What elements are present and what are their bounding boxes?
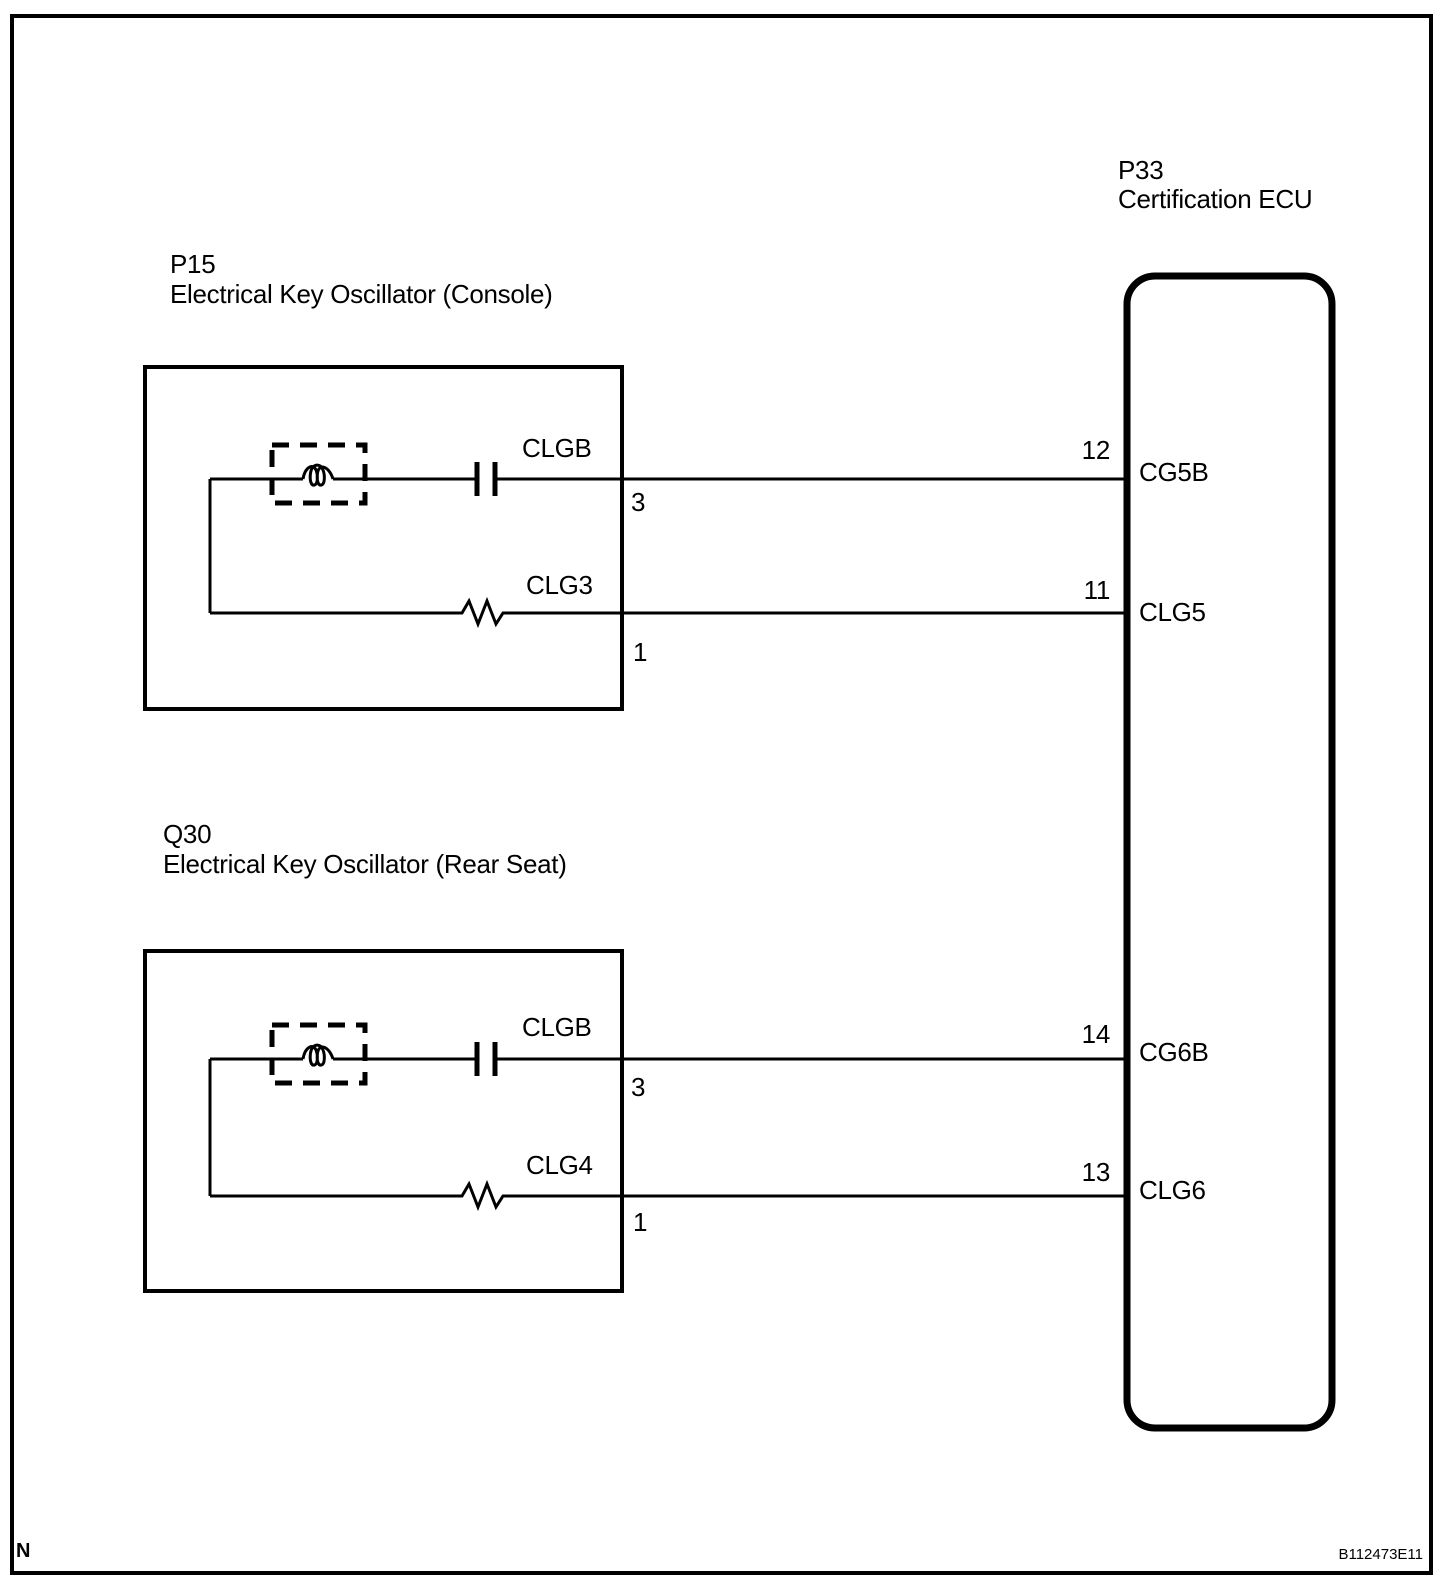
oscillator-2-name: Electrical Key Oscillator (Rear Seat) [163,849,567,879]
circuit-p15 [208,442,1127,629]
ecu-name: Certification ECU [1118,184,1313,214]
circuit-q30 [208,1022,1127,1212]
ecu-pin-label-cg5b: CG5B [1139,457,1209,487]
resistor-icon [210,1179,1127,1212]
page-border [10,14,1433,1575]
osc-terminal-1-1: 1 [633,637,648,667]
figure-code: B112473E11 [1338,1546,1423,1563]
ecu-terminal-12: 12 [1081,435,1111,465]
ecu-pin-label-clg6: CLG6 [1139,1175,1206,1205]
antenna-dashed-box [269,1022,368,1086]
antenna-dashed-box [269,442,368,506]
ecu-code: P33 [1118,155,1164,185]
oscillator-1-box [143,365,624,711]
inductor-icon [301,463,335,487]
oscillator-1-name: Electrical Key Oscillator (Console) [170,279,553,309]
wire-label-clg3: CLG3 [526,570,593,600]
ecu-box [1123,272,1336,1432]
oscillator-2-code: Q30 [163,819,212,849]
resistor-icon [210,596,1127,629]
wire-label-clgb-1: CLGB [522,433,592,463]
wire-label-clgb-2: CLGB [522,1012,592,1042]
inductor-icon [301,1043,335,1067]
ecu-pin-label-clg5: CLG5 [1139,597,1206,627]
ecu-terminal-11: 11 [1083,575,1111,605]
ecu-terminal-13: 13 [1081,1157,1111,1187]
oscillator-1-code: P15 [170,249,216,279]
wire-label-clg4: CLG4 [526,1150,593,1180]
ecu-terminal-14: 14 [1081,1019,1111,1049]
osc-terminal-1-2: 1 [633,1207,648,1237]
osc-terminal-3-1: 3 [631,487,646,517]
ecu-pin-label-cg6b: CG6B [1139,1037,1209,1067]
osc-terminal-3-2: 3 [631,1072,646,1102]
page-marker: N [16,1540,31,1562]
oscillator-2-box [143,949,624,1293]
